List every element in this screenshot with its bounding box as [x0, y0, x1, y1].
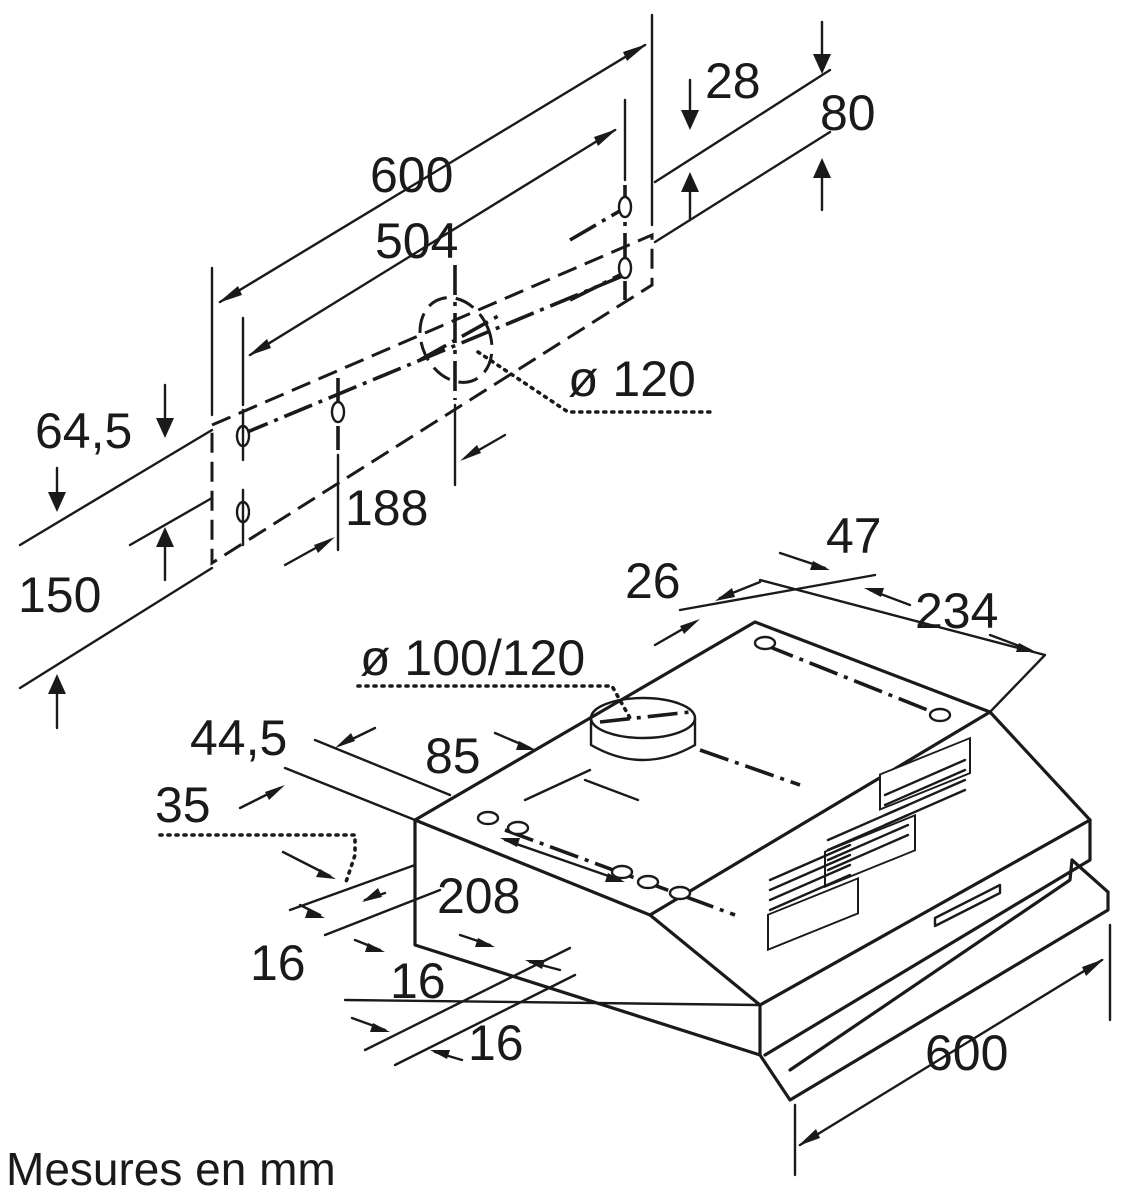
dim-label-150: 150	[18, 567, 101, 623]
dim-label-504: 504	[375, 213, 458, 269]
dim-label-188: 188	[345, 480, 428, 536]
wall-template-outline	[210, 232, 654, 566]
dim-label-16-a: 16	[250, 935, 306, 991]
hood-base	[758, 818, 1110, 1102]
leader-35	[158, 833, 357, 887]
dim-label-28: 28	[705, 53, 761, 109]
screw-hole-right-lower	[617, 256, 633, 280]
screw-hole-right-upper	[617, 195, 633, 219]
hood-hole-front-1	[476, 810, 500, 826]
hood-axis-rear	[764, 643, 941, 717]
screw-hole-left-centre	[330, 400, 346, 424]
dim-label-47: 47	[826, 508, 882, 564]
hood-axis-outlet	[699, 748, 801, 787]
hood-hole-front-5	[668, 885, 692, 901]
dim-label-64-5: 64,5	[35, 403, 132, 459]
dim-label-16-b: 16	[390, 953, 446, 1009]
dim-label-35: 35	[155, 777, 211, 833]
dim-label-outlet-120: ø 120	[568, 351, 696, 407]
hood-view: 47 26 234 ø 100/120 44,5 85 35 20	[155, 508, 1112, 1177]
hood-outlet-collar-top	[589, 696, 697, 740]
dim-label-600-bottom: 600	[925, 1025, 1008, 1081]
dim-line-600-bottom	[798, 958, 1104, 1147]
dim-label-16-c: 16	[468, 1015, 524, 1071]
hood-hole-front-4	[636, 874, 660, 890]
outlet-opening-circle	[418, 296, 494, 384]
hood-hole-front-2	[506, 820, 530, 836]
dim-label-80: 80	[820, 85, 876, 141]
units-caption: Mesures en mm	[6, 1143, 336, 1195]
dim-line-504	[248, 128, 617, 357]
hood-hole-front-3	[610, 864, 634, 880]
wall-template-axis-outlet	[419, 313, 501, 362]
dim-label-208: 208	[437, 868, 520, 924]
hood-light-slot	[933, 883, 1002, 928]
dim-line-600-top	[218, 43, 647, 304]
leader-outlet-100-120	[356, 684, 632, 720]
dim-label-600-top: 600	[370, 147, 453, 203]
wall-template-view: 600 504 28 80 ø 120 64,5 1	[18, 13, 876, 730]
hood-hole-rear-left	[753, 635, 777, 651]
hood-hole-rear-right	[928, 707, 952, 723]
dim-label-85: 85	[425, 728, 481, 784]
dim-label-outlet-100-120: ø 100/120	[360, 630, 585, 686]
dim-label-234: 234	[915, 583, 998, 639]
dim-label-44-5: 44,5	[190, 710, 287, 766]
hood-outlet-collar-body	[589, 716, 697, 762]
dim-label-26: 26	[625, 553, 681, 609]
